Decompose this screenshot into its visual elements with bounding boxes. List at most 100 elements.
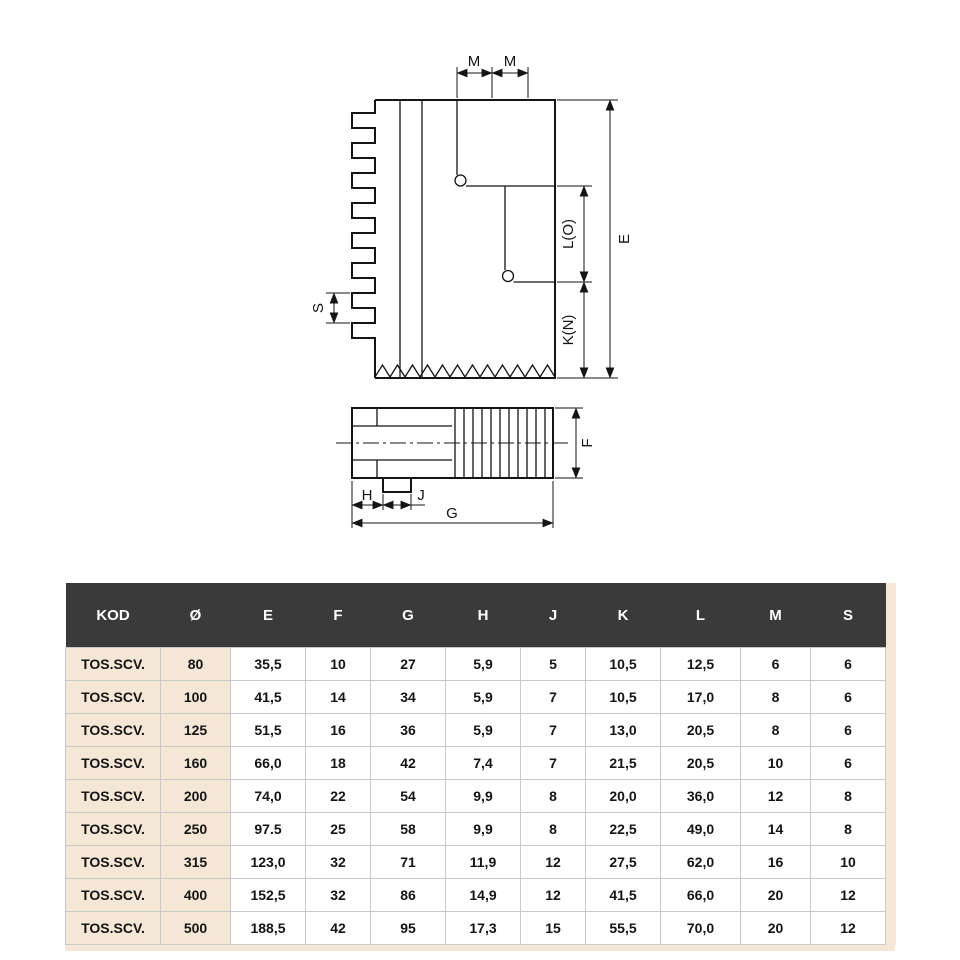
cell-value: 8 — [810, 779, 886, 813]
cell-value: 6 — [810, 647, 886, 681]
cell-value: 5,9 — [445, 647, 521, 681]
cell-value: 8 — [520, 812, 586, 846]
accent-strip-cell — [885, 779, 896, 813]
cell-value: 12 — [810, 878, 886, 912]
side-view-outline — [375, 99, 556, 379]
column-header: E — [230, 583, 306, 648]
cell-value: 71 — [370, 845, 446, 879]
column-header: S — [810, 583, 886, 648]
cell-kod: TOS.SCV. — [65, 713, 161, 747]
column-header: M — [740, 583, 811, 648]
cell-value: 36,0 — [660, 779, 741, 813]
cell-value: 14 — [305, 680, 371, 714]
cell-value: 49,0 — [660, 812, 741, 846]
cell-value: 55,5 — [585, 911, 661, 945]
cell-value: 42 — [370, 746, 446, 780]
dim-label-j: J — [417, 487, 425, 504]
guideway-lines — [399, 100, 423, 377]
cell-value: 8 — [740, 713, 811, 747]
cell-value: 58 — [370, 812, 446, 846]
cell-value: 16 — [305, 713, 371, 747]
cell-value: 66,0 — [230, 746, 306, 780]
cell-value: 66,0 — [660, 878, 741, 912]
cell-value: 10,5 — [585, 680, 661, 714]
cell-value: 13,0 — [585, 713, 661, 747]
cell-kod: TOS.SCV. — [65, 845, 161, 879]
cell-value: 12 — [520, 878, 586, 912]
ext-lines-s — [326, 292, 350, 324]
cell-value: 35,5 — [230, 647, 306, 681]
cell-value: 123,0 — [230, 845, 306, 879]
cell-value: 12 — [810, 911, 886, 945]
cell-value: 6 — [810, 713, 886, 747]
cell-kod: TOS.SCV. — [65, 680, 161, 714]
plan-tab — [382, 478, 412, 493]
dim-label-m1: M — [468, 53, 481, 70]
column-header: K — [585, 583, 661, 648]
cell-kod: TOS.SCV. — [65, 746, 161, 780]
plan-groove-lines — [352, 425, 452, 461]
cell-value: 20,0 — [585, 779, 661, 813]
cell-diameter: 200 — [160, 779, 231, 813]
cell-diameter: 315 — [160, 845, 231, 879]
cell-value: 6 — [810, 680, 886, 714]
cell-value: 97.5 — [230, 812, 306, 846]
dim-label-m2: M — [504, 53, 517, 70]
cell-diameter: 160 — [160, 746, 231, 780]
accent-strip-cell — [885, 878, 896, 912]
cell-value: 41,5 — [585, 878, 661, 912]
cell-value: 12,5 — [660, 647, 741, 681]
cell-kod: TOS.SCV. — [65, 911, 161, 945]
cell-value: 95 — [370, 911, 446, 945]
cell-value: 10,5 — [585, 647, 661, 681]
cell-value: 8 — [520, 779, 586, 813]
cell-value: 22,5 — [585, 812, 661, 846]
cell-value: 9,9 — [445, 812, 521, 846]
column-header: L — [660, 583, 741, 648]
cell-value: 32 — [305, 878, 371, 912]
cell-value: 10 — [740, 746, 811, 780]
cell-value: 14,9 — [445, 878, 521, 912]
cell-value: 36 — [370, 713, 446, 747]
accent-strip-bottom — [65, 945, 895, 951]
cell-value: 7 — [520, 746, 586, 780]
accent-strip-cell — [885, 583, 896, 648]
cell-value: 152,5 — [230, 878, 306, 912]
cell-value: 188,5 — [230, 911, 306, 945]
cell-value: 86 — [370, 878, 446, 912]
accent-strip-cell — [885, 911, 896, 945]
cell-value: 20,5 — [660, 713, 741, 747]
cell-value: 41,5 — [230, 680, 306, 714]
cell-value: 22 — [305, 779, 371, 813]
relief-groove-2 — [501, 269, 515, 283]
column-header: G — [370, 583, 446, 648]
cell-value: 34 — [370, 680, 446, 714]
accent-strip-cell — [885, 845, 896, 879]
cell-value: 5,9 — [445, 713, 521, 747]
cell-value: 74,0 — [230, 779, 306, 813]
cell-value: 8 — [810, 812, 886, 846]
cell-diameter: 100 — [160, 680, 231, 714]
plan-view-outline — [351, 407, 554, 479]
cell-kod: TOS.SCV. — [65, 878, 161, 912]
cell-diameter: 400 — [160, 878, 231, 912]
cell-diameter: 500 — [160, 911, 231, 945]
cell-value: 20 — [740, 911, 811, 945]
plan-view-drawing: H J G F — [336, 407, 596, 528]
cell-diameter: 80 — [160, 647, 231, 681]
cell-value: 10 — [305, 647, 371, 681]
dim-label-h: H — [362, 487, 373, 504]
cell-value: 10 — [810, 845, 886, 879]
cell-value: 5,9 — [445, 680, 521, 714]
dim-label-s: S — [310, 303, 327, 313]
cell-value: 17,0 — [660, 680, 741, 714]
cell-value: 70,0 — [660, 911, 741, 945]
cell-value: 11,9 — [445, 845, 521, 879]
